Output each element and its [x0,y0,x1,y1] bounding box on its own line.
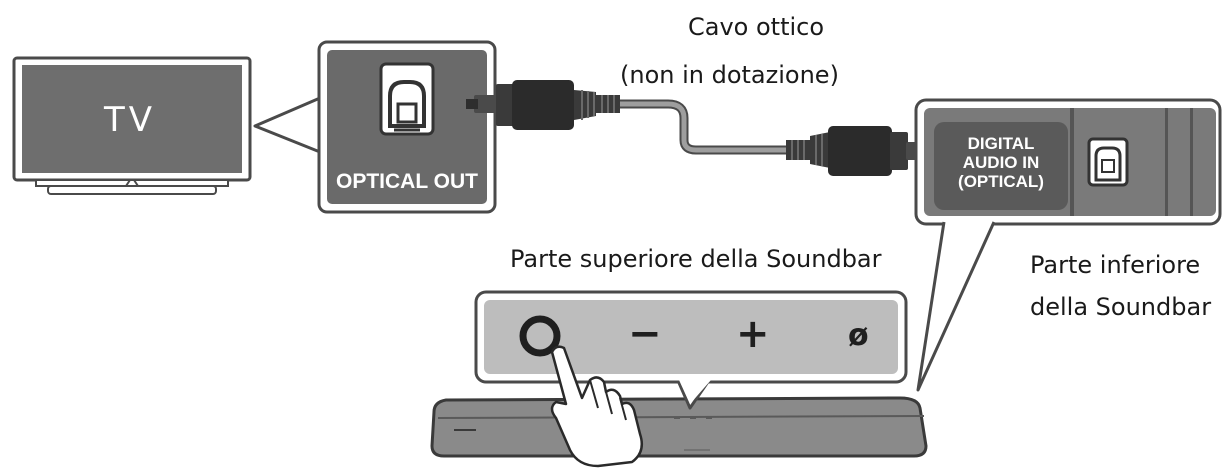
tv-callout-pointer [253,96,321,154]
bottom-callout-pointer [916,221,996,392]
power-button-icon [519,315,561,357]
digital-audio-in-line-3: (OPTICAL) [958,172,1044,191]
digital-audio-in-label: DIGITAL AUDIO IN (OPTICAL) [939,134,1063,191]
top-buttons-panel [474,290,908,404]
optical-port-icon [379,62,435,136]
optical-in-port-icon [1087,137,1129,187]
cable-note: (non in dotazione) [620,61,839,89]
volume-down-icon: − [628,311,662,357]
optical-out-label: OPTICAL OUT [336,170,478,193]
tv-label: TV [104,100,157,140]
optical-cable [466,80,930,176]
tv [12,56,252,195]
soundbar-bottom-label-line1: Parte inferiore [1030,251,1201,279]
multi-function-icon: ø [848,318,869,353]
volume-up-icon: + [736,311,770,357]
soundbar-top-label: Parte superiore della Soundbar [510,245,882,273]
soundbar-bottom-label-line2: della Soundbar [1030,293,1212,321]
optical-out-panel [317,40,497,214]
digital-audio-in-line-2: AUDIO IN [962,153,1040,172]
cable-plug-left [466,80,620,130]
digital-audio-in-panel [914,98,1222,226]
soundbar [430,396,928,458]
cable-title: Cavo ottico [688,13,825,41]
digital-audio-in-line-1: DIGITAL [967,134,1035,153]
pressing-hand-icon [550,345,643,468]
cable-plug-right [786,126,930,176]
